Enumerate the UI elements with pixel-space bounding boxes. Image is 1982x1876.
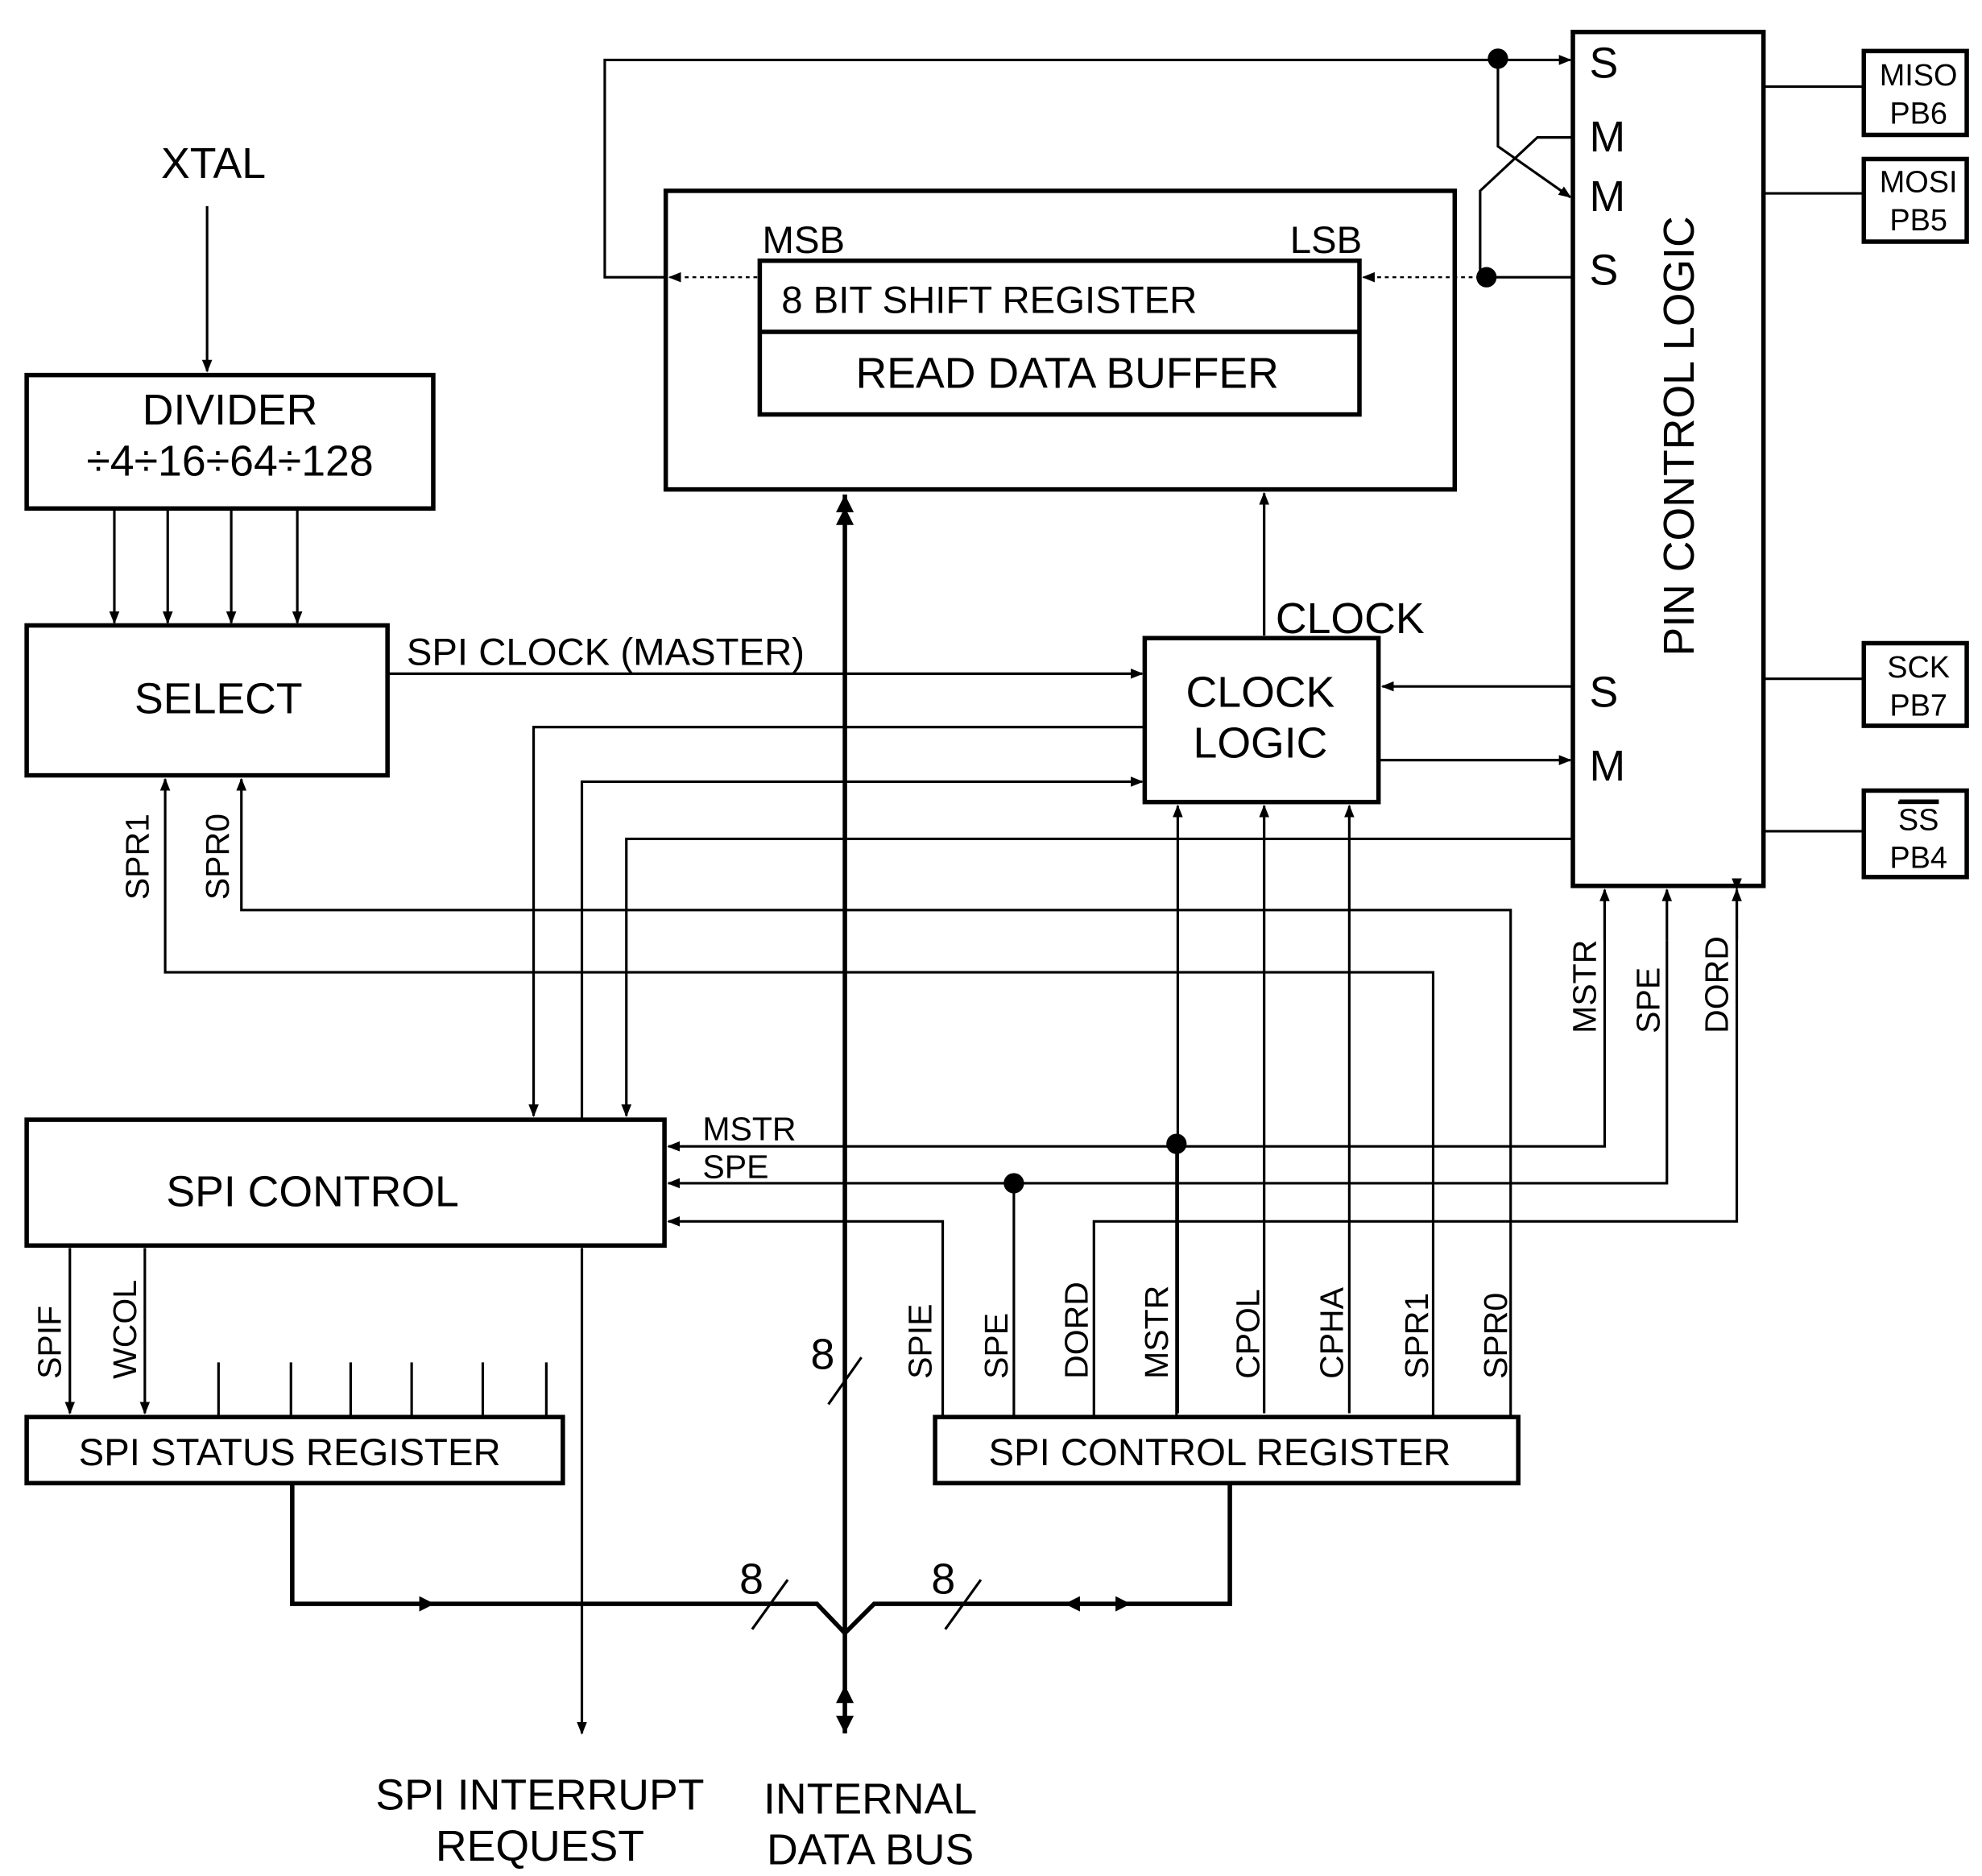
svg-text:MOSI: MOSI	[1880, 165, 1958, 199]
port-s: S	[1590, 668, 1619, 716]
control-register-title: SPI CONTROL REGISTER	[988, 1431, 1450, 1474]
cross-line-1	[1496, 58, 1572, 199]
status-register-title: SPI STATUS REGISTER	[79, 1431, 501, 1474]
bit-label: CPOL	[1229, 1289, 1266, 1379]
junction	[1003, 1173, 1024, 1194]
junction	[1166, 1133, 1187, 1154]
pin-sck: SCK PB7	[1763, 640, 1969, 728]
bit-label: CPHA	[1313, 1286, 1350, 1379]
spie-line	[667, 1215, 945, 1418]
bit-label: SPE	[978, 1313, 1015, 1379]
spe-line	[667, 940, 1669, 1189]
status-to-bus	[290, 1483, 847, 1635]
pin-mosi: MOSI PB5	[1763, 156, 1969, 244]
junction	[1488, 48, 1508, 69]
spif-label: SPIF	[31, 1306, 68, 1379]
pin-to-spi-control	[621, 837, 1574, 1117]
status-register-bits	[217, 1362, 548, 1416]
svg-text:SCK: SCK	[1887, 651, 1950, 685]
port-s: S	[1590, 39, 1619, 87]
read-data-buffer-title: READ DATA BUFFER	[855, 349, 1278, 397]
svg-text:MISO: MISO	[1880, 59, 1958, 93]
bit-label: MSTR	[1138, 1286, 1175, 1379]
data-bus-label: DATA BUS	[767, 1826, 974, 1874]
divider-outputs	[109, 508, 303, 624]
clock-logic-block	[1142, 636, 1381, 805]
port-m: M	[1590, 172, 1626, 221]
svg-text:PB4: PB4	[1889, 842, 1947, 876]
bus-width-label: 8	[931, 1555, 955, 1604]
bit-label: SPIE	[901, 1303, 938, 1378]
port-m: M	[1590, 742, 1626, 790]
clock-logic-title: CLOCK	[1186, 668, 1335, 716]
shift-register-block	[663, 188, 1458, 492]
xtal-label: XTAL	[161, 139, 266, 188]
spi-control-register	[933, 1414, 1521, 1486]
lsb-label: LSB	[1290, 219, 1362, 262]
bus-width-label: 8	[810, 1330, 834, 1378]
bus-width-label: 8	[739, 1555, 763, 1604]
shift-register-inner	[757, 258, 1362, 417]
cross-line-2	[1479, 136, 1574, 278]
port-s: S	[1590, 246, 1619, 295]
spi-control-block	[24, 1117, 667, 1249]
bit-label: SPR1	[1398, 1293, 1435, 1379]
interrupt-label: SPI INTERRUPT	[375, 1771, 704, 1820]
svg-text:SS: SS	[1898, 803, 1939, 837]
dord-line	[1092, 878, 1742, 1418]
spr0-label: SPR0	[199, 814, 236, 900]
spi-control-to-clock	[580, 776, 1144, 1119]
spi-status-register	[24, 1414, 565, 1486]
shift-register-title: 8 BIT SHIFT REGISTER	[781, 279, 1197, 321]
svg-text:PB6: PB6	[1889, 97, 1947, 130]
spr1-line	[159, 777, 1435, 1418]
mstr-pin-label: MSTR	[1566, 940, 1603, 1033]
clock-logic-title: LOGIC	[1194, 719, 1328, 767]
divider-ratios: ÷4÷16÷64÷128	[86, 437, 373, 485]
bit-label: DORD	[1057, 1282, 1094, 1379]
spr0-line	[236, 777, 1512, 1418]
msb-label: MSB	[763, 219, 846, 262]
spe-input-label: SPE	[702, 1149, 768, 1186]
select-title: SELECT	[134, 674, 303, 723]
port-m: M	[1590, 113, 1626, 161]
msb-to-pin-s	[603, 55, 1572, 279]
clock-to-spi-control	[528, 726, 1145, 1117]
interrupt-label: REQUEST	[436, 1822, 644, 1870]
svg-text:PB5: PB5	[1889, 204, 1947, 238]
bit-label: SPR0	[1477, 1293, 1514, 1379]
pin-ss: SS PB4	[1763, 788, 1969, 880]
control-to-bus	[843, 1483, 1232, 1635]
spi-control-title: SPI CONTROL	[166, 1167, 459, 1215]
spi-clock-master-label: SPI CLOCK (MASTER)	[407, 631, 805, 673]
spr1-label: SPR1	[119, 814, 156, 900]
divider-title: DIVIDER	[143, 386, 318, 434]
select-block	[24, 623, 390, 778]
clock-label: CLOCK	[1276, 594, 1425, 643]
pin-miso: MISO PB6	[1763, 48, 1969, 138]
svg-text:PB7: PB7	[1889, 689, 1947, 723]
pin-control-logic-block	[1570, 29, 1766, 888]
dord-pin-label: DORD	[1698, 936, 1735, 1033]
mstr-line	[667, 892, 1607, 1152]
data-bus-label: INTERNAL	[763, 1775, 977, 1823]
mstr-input-label: MSTR	[702, 1110, 796, 1147]
spe-pin-label: SPE	[1629, 967, 1666, 1033]
pin-control-title: PIN CONTROL LOGIC	[1655, 216, 1703, 656]
wcol-label: WCOL	[106, 1280, 143, 1379]
